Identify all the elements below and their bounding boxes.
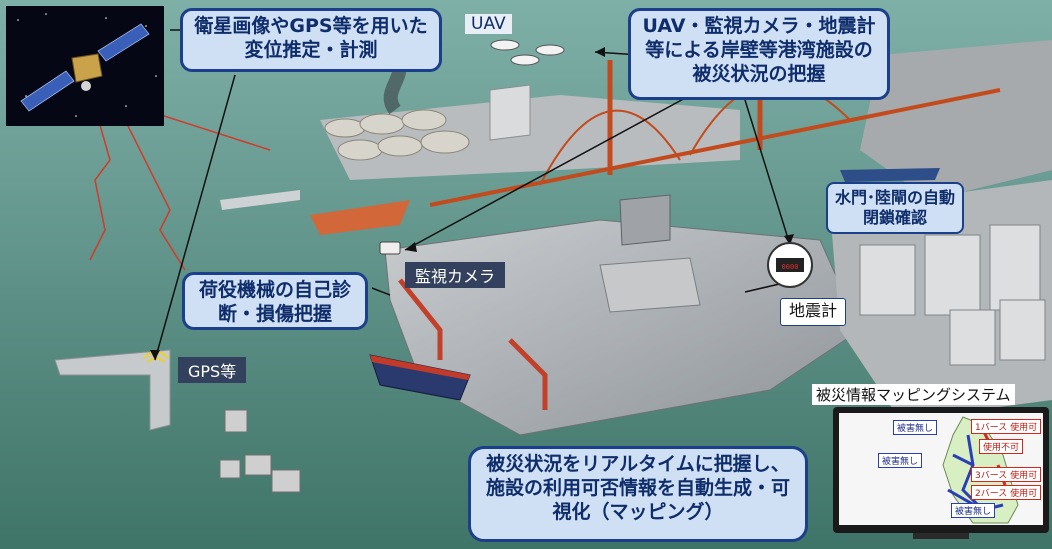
breakwater-top	[220, 190, 300, 210]
warehouse	[599, 257, 701, 313]
city-buildings	[859, 224, 1046, 366]
oil-tanks	[324, 109, 470, 161]
floating-houses	[219, 409, 301, 493]
map-status-label: 被害無し	[893, 420, 938, 435]
ship-top-right	[840, 168, 940, 182]
map-status-label: 被害無し	[951, 503, 996, 518]
satellite-image-panel	[6, 6, 164, 126]
upper-land-right	[860, 40, 1052, 200]
map-status-label: 使用不可	[979, 439, 1024, 454]
arrowheads	[150, 47, 794, 360]
map-status-label: 被害無し	[878, 453, 923, 468]
map-status-label: 1バース 使用可	[971, 419, 1042, 434]
gantry-cranes	[398, 278, 548, 410]
bridge-deck	[429, 88, 1001, 207]
l-breakwater	[54, 349, 171, 431]
surveillance-camera-icon	[379, 241, 401, 255]
mapping-system-title: 被災情報マッピングシステム	[812, 384, 1015, 405]
callout-satellite-gps: 衛星画像やGPS等を用いた変位推定・計測	[180, 8, 442, 72]
gps-label: GPS等	[178, 357, 247, 383]
capsized-ship	[310, 200, 410, 235]
callout-water-gate: 水門･陸閘の自動閉鎖確認	[826, 182, 964, 234]
callout-uav-camera-seismometer: UAV・監視カメラ・地震計等による岸壁等港湾施設の被災状況の把握	[628, 8, 890, 100]
callout-realtime-mapping: 被災状況をリアルタイムに把握し、施設の利用可否情報を自動生成・可視化（マッピング…	[468, 446, 808, 542]
skeleton-building	[619, 194, 671, 246]
satellite-icon	[17, 13, 157, 117]
seismometer-label: 地震計	[780, 298, 846, 326]
uav-drones	[490, 39, 565, 66]
callout-cargo-machinery: 荷役機械の自己診断・損傷把握	[182, 272, 368, 330]
tall-building	[489, 84, 531, 141]
camera-label: 監視カメラ	[405, 262, 506, 288]
seismometer-readout: 0000	[782, 263, 799, 271]
seismometer-icon: 0000	[767, 242, 813, 288]
uav-label: UAV	[465, 14, 512, 34]
map-status-label: 3バース 使用可	[971, 467, 1042, 482]
map-status-label: 2バース 使用可	[971, 485, 1042, 500]
monitor-frame	[833, 407, 1049, 539]
